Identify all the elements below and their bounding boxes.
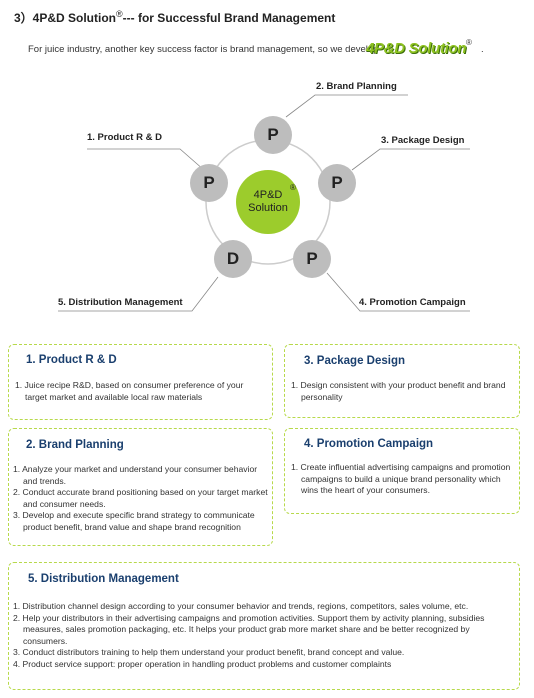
brand-logo: 4P&D Solution	[366, 40, 467, 57]
brand-planning-circle: P	[254, 116, 292, 154]
list-item: 1. Design consistent with your product b…	[291, 380, 506, 402]
diagram-label-distribution: 5. Distribution Management	[58, 297, 183, 308]
intro-text: For juice industry, another key success …	[28, 44, 379, 55]
distribution-circle: D	[214, 240, 252, 278]
page-title: 3）4P&D Solution®--- for Successful Brand…	[14, 9, 335, 26]
4pd-diagram: 1. Product R & D 2. Brand Planning 3. Pa…	[0, 70, 534, 320]
diagram-label-product: 1. Product R & D	[87, 132, 162, 143]
list-item: 1. Create influential advertising campai…	[291, 462, 511, 496]
promotion-circle: P	[293, 240, 331, 278]
title-suffix: --- for Successful Brand Management	[122, 11, 336, 25]
list-item: 3. Conduct distributors training to help…	[13, 647, 405, 658]
diagram-label-promotion: 4. Promotion Campaign	[359, 297, 466, 308]
center-circle: 4P&D Solution	[236, 170, 300, 234]
list-item: 1. Distribution channel design according…	[13, 601, 469, 611]
center-line-1: 4P&D	[253, 189, 283, 201]
list-item: 3. Develop and execute specific brand st…	[13, 510, 255, 532]
box-product-title: 1. Product R & D	[26, 354, 117, 366]
title-text: 3）4P&D Solution	[14, 11, 117, 25]
box-product-rd: 1. Product R & D 1. Juice recipe R&D, ba…	[8, 344, 273, 420]
distribution-leader-line	[58, 276, 219, 312]
box-promotion-campaign: 4. Promotion Campaign 1. Create influent…	[284, 428, 520, 514]
box-brand-title: 2. Brand Planning	[26, 439, 124, 451]
list-item: 2. Help your distributors in their adver…	[13, 612, 485, 646]
center-line-2: Solution	[248, 202, 288, 214]
title-registered-mark: ®	[116, 9, 123, 19]
box-brand-list: 1. Analyze your market and understand yo…	[13, 464, 271, 534]
box-product-list: 1. Juice recipe R&D, based on consumer p…	[15, 380, 267, 403]
box-distribution-management: 5. Distribution Management 1. Distributi…	[8, 562, 520, 690]
box-package-list: 1. Design consistent with your product b…	[291, 380, 513, 403]
product-leader-line	[87, 148, 205, 171]
package-leader-line	[351, 148, 470, 171]
brand-leader-line	[285, 94, 408, 118]
center-registered-mark: ®	[290, 183, 296, 192]
list-item: 4. Product service support: proper opera…	[13, 658, 392, 669]
box-promotion-list: 1. Create influential advertising campai…	[291, 462, 515, 497]
box-package-design: 3. Package Design 1. Design consistent w…	[284, 344, 520, 418]
box-distribution-list: 1. Distribution channel design according…	[13, 601, 513, 671]
product-rd-circle: P	[190, 164, 228, 202]
box-package-title: 3. Package Design	[304, 355, 405, 367]
brand-logo-registered-mark: ®	[466, 38, 472, 47]
diagram-label-brand: 2. Brand Planning	[316, 81, 397, 92]
promotion-leader-line	[326, 272, 470, 312]
box-promotion-title: 4. Promotion Campaign	[304, 438, 434, 450]
box-brand-planning: 2. Brand Planning 1. Analyze your market…	[8, 428, 273, 546]
list-item: 1. Analyze your market and understand yo…	[13, 464, 258, 486]
package-design-circle: P	[318, 164, 356, 202]
diagram-label-package: 3. Package Design	[381, 135, 465, 146]
intro-period: .	[481, 44, 484, 55]
list-item: 2. Conduct accurate brand positioning ba…	[13, 487, 268, 509]
list-item: 1. Juice recipe R&D, based on consumer p…	[15, 380, 244, 402]
box-distribution-title: 5. Distribution Management	[28, 573, 179, 585]
